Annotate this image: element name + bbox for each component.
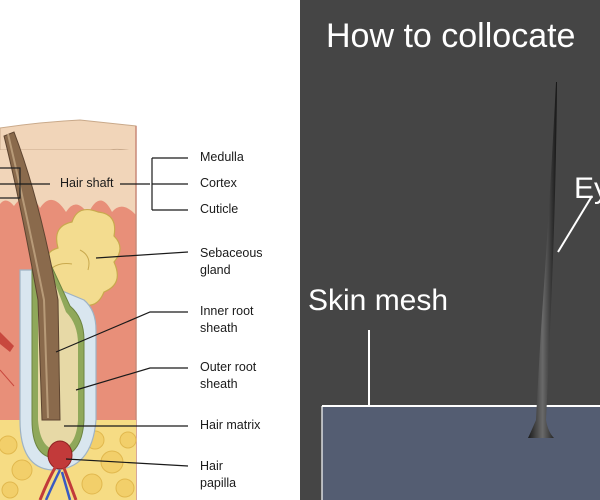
label-medulla: Medulla	[200, 150, 244, 164]
outer-sheath-leader	[75, 367, 188, 391]
hair-follicle-diagram: Hair shaft Medulla Cortex Cuticle Sebace…	[0, 119, 263, 500]
arrector-muscle	[0, 332, 14, 352]
label-inner-root-sheath: Inner root sheath	[200, 304, 254, 335]
hair-medulla-line	[7, 133, 49, 419]
skin-mesh-block	[322, 406, 600, 500]
inner-sheath-leader	[55, 311, 188, 353]
label-outer-root-sheath: Outer root sheath	[200, 360, 257, 391]
epidermis-top	[0, 119, 137, 153]
nerve-line	[0, 369, 15, 387]
hair-shaft-bracket	[0, 167, 21, 199]
label-eyelash-truncated: Ey	[574, 172, 600, 205]
leader-lines	[0, 157, 189, 467]
label-sebaceous-gland: Sebaceous gland	[200, 246, 263, 277]
label-hair-matrix: Hair matrix	[200, 418, 261, 432]
label-cortex: Cortex	[200, 176, 237, 190]
render-title: How to collocate	[326, 17, 576, 55]
eyelash-strand	[528, 82, 557, 438]
sebaceous-leader	[95, 251, 189, 259]
eyelash-leader	[557, 195, 593, 253]
label-skin-mesh: Skin mesh	[308, 284, 449, 317]
hair-follicle-illustration	[0, 119, 189, 500]
render-panel: How to collocate Skin mesh Ey	[300, 0, 600, 500]
label-cuticle: Cuticle	[200, 202, 239, 216]
label-hair-shaft: Hair shaft	[58, 175, 116, 192]
render-illustration	[321, 82, 600, 500]
label-hair-papilla: Hair papilla	[200, 459, 237, 490]
papilla-leader	[65, 458, 189, 467]
hair-papilla-shape	[38, 440, 78, 500]
